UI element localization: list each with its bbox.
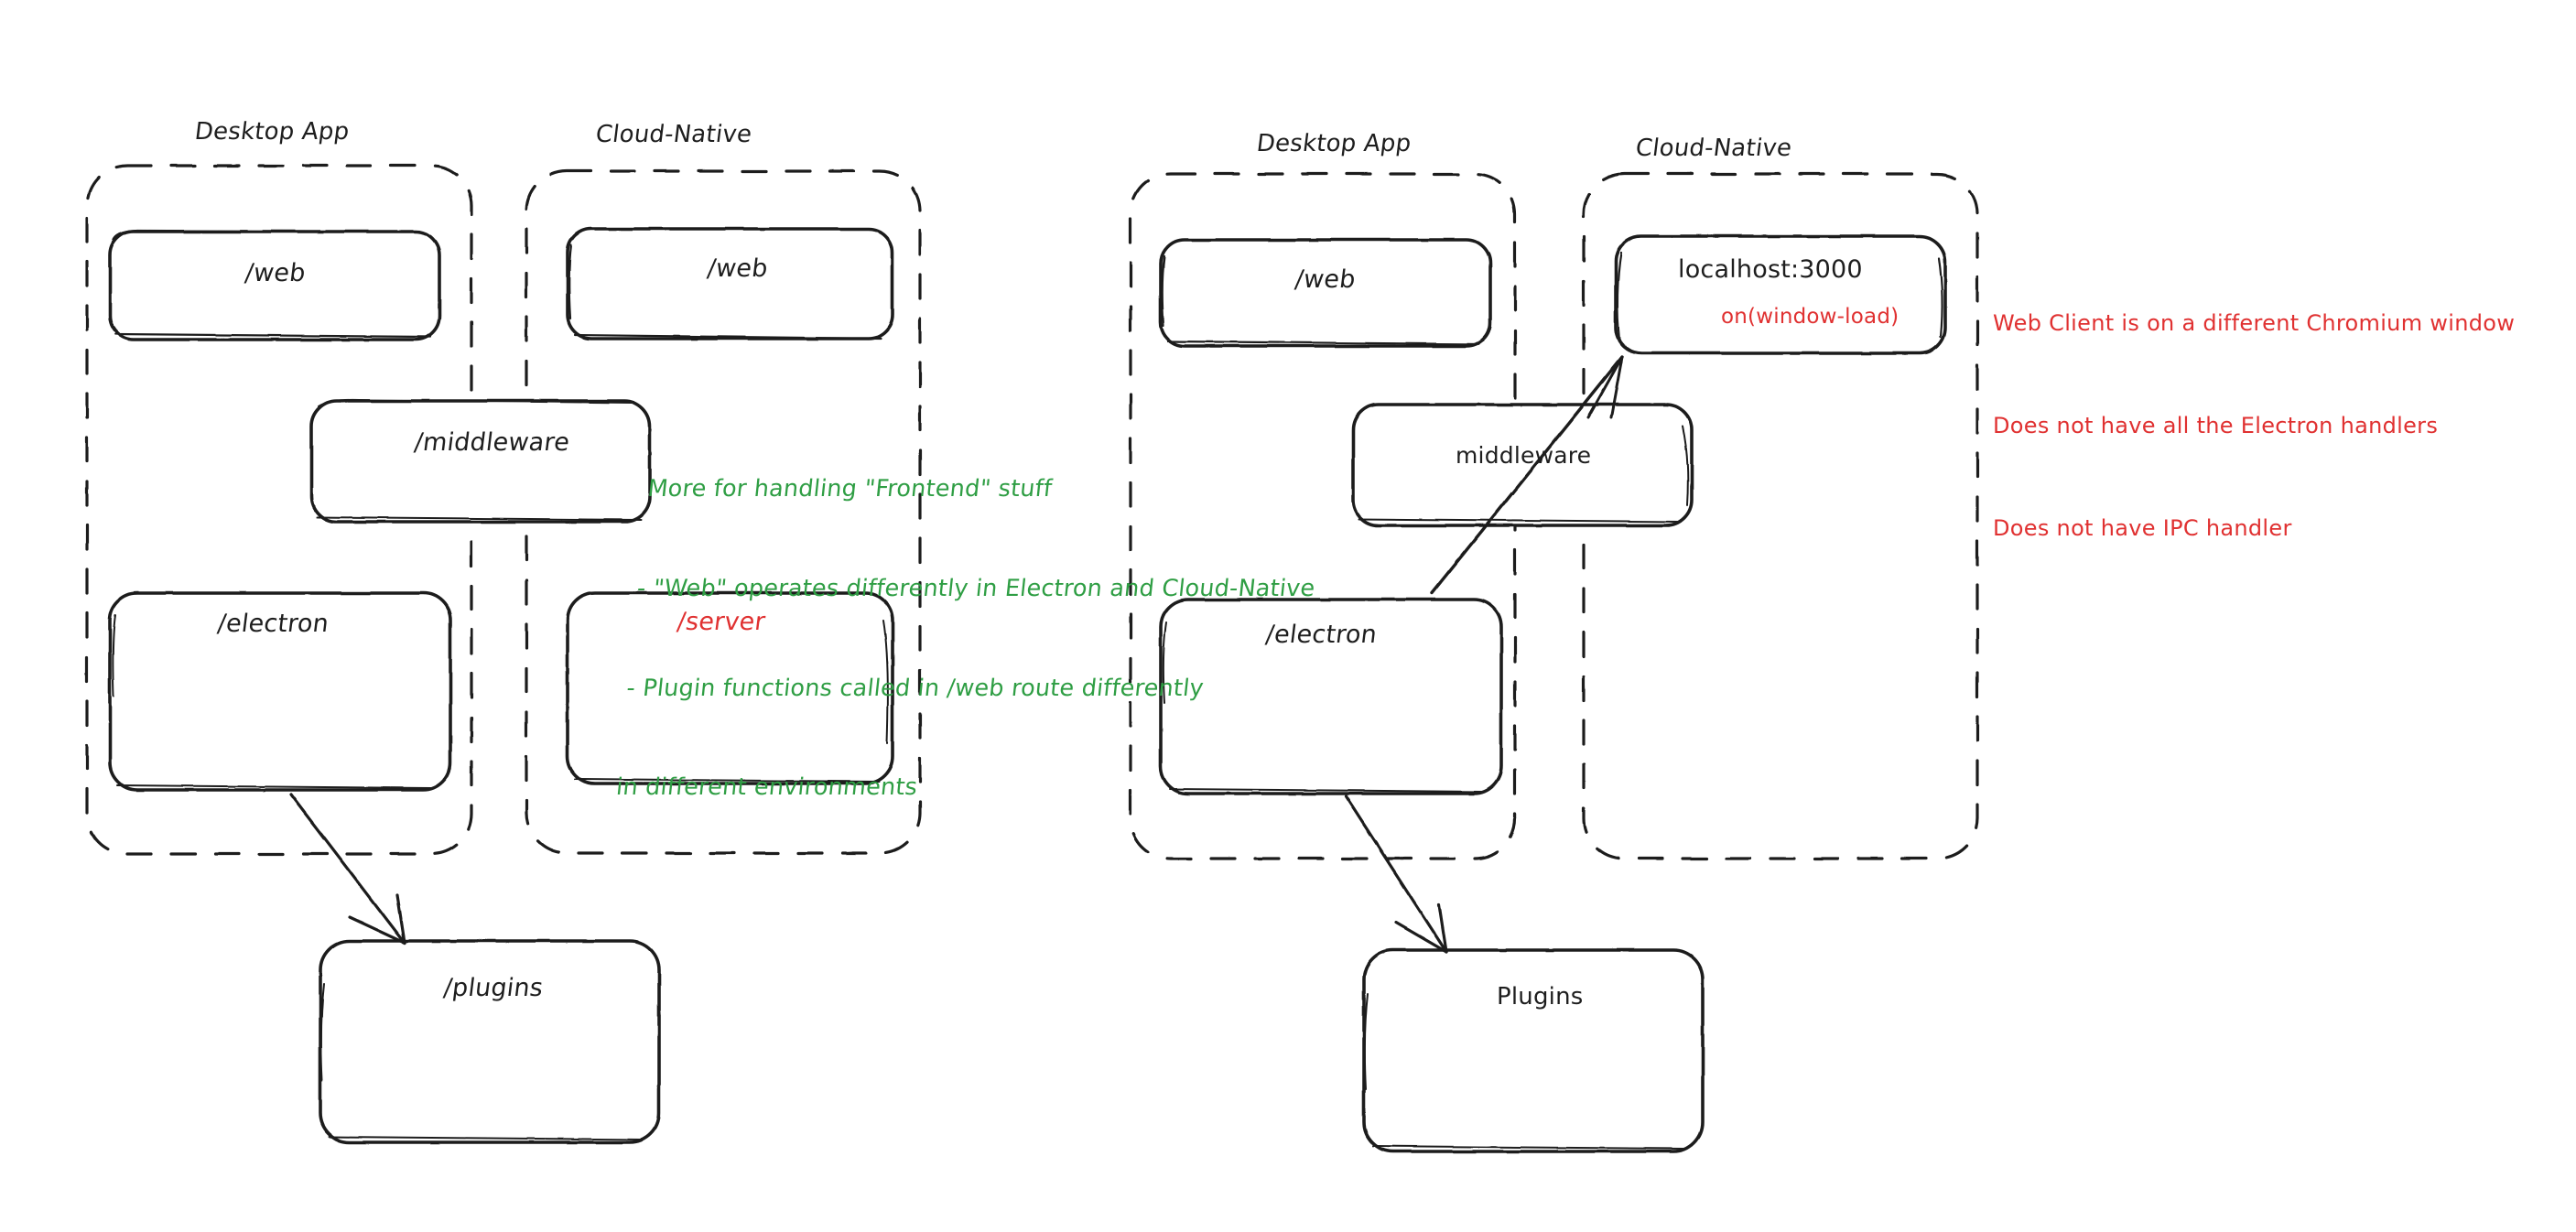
box-label-web-desktop-right: /web	[1293, 265, 1358, 294]
box-label-electron-left: /electron	[215, 610, 330, 638]
arrow-electron-to-plugins-left	[289, 793, 406, 945]
box-sublabel-on-window-load: on(window-load)	[1721, 305, 1900, 329]
box-server-left	[566, 591, 894, 785]
group-label-desktop-app-left: Desktop App	[193, 118, 352, 146]
box-label-electron-right: /electron	[1263, 621, 1379, 649]
box-plugins-left	[319, 939, 661, 1144]
group-label-cloud-native-right: Cloud-Native	[1634, 135, 1793, 162]
group-label-cloud-native-left: Cloud-Native	[594, 121, 753, 148]
arrow-electron-to-plugins-right	[1344, 794, 1448, 954]
box-web-desktop-right	[1159, 238, 1492, 348]
box-label-web-cloud-left: /web	[705, 254, 770, 283]
box-middleware-right	[1351, 403, 1694, 527]
box-electron-left	[108, 591, 452, 792]
note-red-line-1: Web Client is on a different Chromium wi…	[1993, 310, 2516, 337]
note-red-line-3: Does not have IPC handler	[1993, 514, 2292, 541]
box-localhost-3000-right	[1614, 234, 1947, 355]
group-label-desktop-app-right: Desktop App	[1255, 130, 1413, 157]
box-label-localhost-3000: localhost:3000	[1678, 255, 1863, 284]
note-green-line-3: - Plugin functions called in /web route …	[625, 674, 1206, 702]
note-red: Web Client is on a different Chromium wi…	[1993, 239, 2515, 613]
box-web-desktop-left	[108, 229, 441, 341]
note-green-line-1: More for handling "Frontend" stuff	[645, 475, 1054, 503]
box-label-plugins-right: Plugins	[1497, 983, 1584, 1010]
box-plugins-right	[1362, 948, 1705, 1153]
arrow-electron-to-localhost-right	[1430, 355, 1624, 595]
box-label-middleware-left: /middleware	[412, 428, 572, 457]
box-electron-right	[1159, 598, 1503, 795]
box-middleware-left	[309, 398, 652, 524]
box-label-web-desktop-left: /web	[243, 259, 308, 287]
note-green: More for handling "Frontend" stuff - "We…	[608, 406, 1335, 870]
note-red-line-2: Does not have all the Electron handlers	[1993, 412, 2439, 438]
note-green-line-2: - "Web" operates differently in Electron…	[635, 575, 1316, 603]
box-web-cloud-left	[566, 227, 894, 340]
note-green-line-4: in different environments	[614, 773, 919, 802]
box-label-plugins-left: /plugins	[441, 974, 546, 1002]
box-label-middleware-right: middleware	[1456, 442, 1592, 469]
